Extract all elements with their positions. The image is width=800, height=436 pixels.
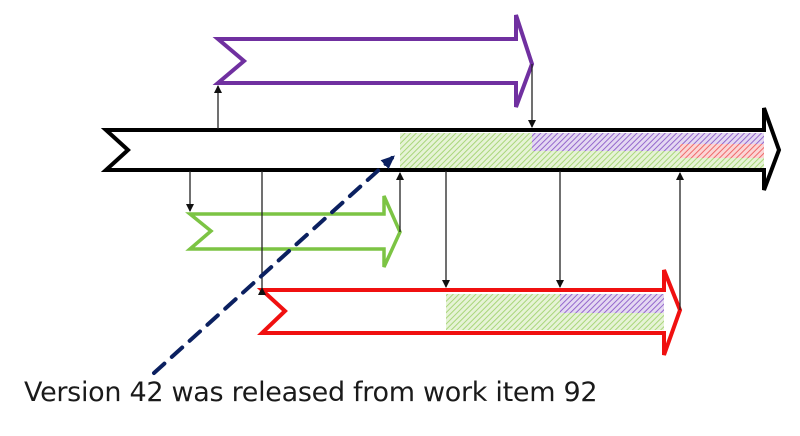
red-branch-arrow — [256, 269, 683, 356]
release-caption: Version 42 was released from work item 9… — [24, 377, 598, 408]
purple-branch-arrow — [212, 14, 535, 108]
main-branch-arrow — [100, 107, 782, 191]
release-pointer-dashed-arrow — [152, 155, 395, 375]
merge-connectors — [186, 64, 684, 310]
red-purple-hatch — [560, 294, 664, 313]
green-branch-arrow — [185, 195, 402, 268]
main-branch-hatching — [400, 133, 764, 168]
red-branch-hatching — [446, 294, 664, 330]
main-red-hatch — [680, 144, 764, 158]
